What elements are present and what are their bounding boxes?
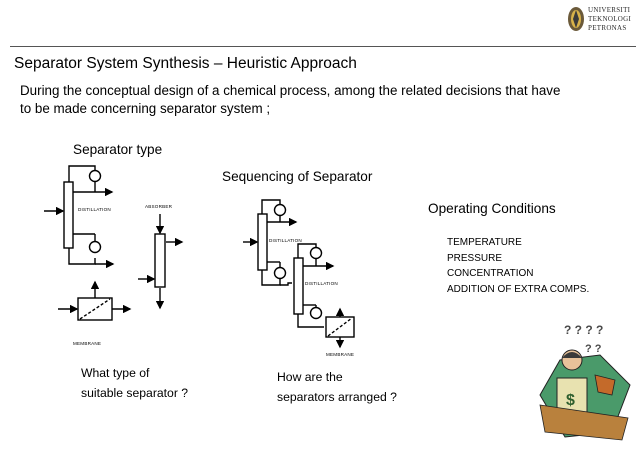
label-distillation-seq-2: DISTILLATION	[305, 281, 338, 286]
distillation-column-seq-2	[293, 243, 335, 328]
operating-conditions-list: TEMPERATURE PRESSURE CONCENTRATION ADDIT…	[447, 235, 589, 297]
money-symbol: $	[566, 392, 575, 409]
condition-extra-comps: ADDITION OF EXTRA COMPS.	[447, 283, 590, 295]
label-membrane-left: MEMBRANE	[73, 341, 102, 346]
svg-text:? ?: ? ?	[585, 343, 602, 355]
intro-line-2: to be made concerning separator system ;	[20, 101, 271, 116]
logo-line-1: UNIVERSITI	[588, 6, 631, 14]
logo-line-3: PETRONAS	[588, 24, 627, 32]
sequencing-heading: Sequencing of Separator	[222, 169, 373, 184]
header-divider	[10, 46, 636, 47]
label-distillation-left: DISTILLATION	[78, 207, 111, 212]
membrane-unit-seq	[325, 307, 355, 349]
distillation-column-seq-1	[243, 199, 298, 286]
condition-concentration: CONCENTRATION	[447, 268, 534, 279]
logo-text: UNIVERSITI TEKNOLOGI PETRONAS	[588, 6, 631, 33]
confused-person-clipart: ? ? ? ? ? ? $	[539, 323, 631, 441]
page-title: Separator System Synthesis – Heuristic A…	[14, 55, 357, 72]
separator-type-question-line-1: What type of	[81, 366, 150, 380]
sequencing-question-line-1: How are the	[277, 370, 343, 384]
sequencing-question-line-2: separators arranged ?	[277, 390, 397, 404]
membrane-unit-left	[58, 280, 132, 321]
sequencing-question: How are the separators arranged ?	[277, 367, 397, 407]
distillation-column-left	[44, 165, 115, 269]
separator-type-heading: Separator type	[73, 142, 163, 157]
intro-line-1: During the conceptual design of a chemic…	[20, 83, 561, 98]
label-distillation-seq-1: DISTILLATION	[269, 238, 302, 243]
intro-text: During the conceptual design of a chemic…	[20, 82, 620, 118]
label-absorber: ABSORBER	[145, 204, 173, 209]
absorber-column	[138, 214, 184, 310]
logo-emblem-icon	[568, 7, 584, 31]
logo-line-2: TEKNOLOGI	[588, 15, 632, 23]
separator-type-question-line-2: suitable separator ?	[81, 386, 189, 400]
operating-conditions-heading: Operating Conditions	[428, 201, 556, 216]
separator-type-question: What type of suitable separator ?	[81, 363, 188, 403]
label-membrane-seq: MEMBRANE	[326, 352, 355, 357]
university-logo: UNIVERSITI TEKNOLOGI PETRONAS	[566, 4, 634, 40]
question-marks: ? ? ? ?	[564, 323, 603, 337]
condition-pressure: PRESSURE	[447, 252, 503, 264]
condition-temperature: TEMPERATURE	[447, 237, 522, 248]
